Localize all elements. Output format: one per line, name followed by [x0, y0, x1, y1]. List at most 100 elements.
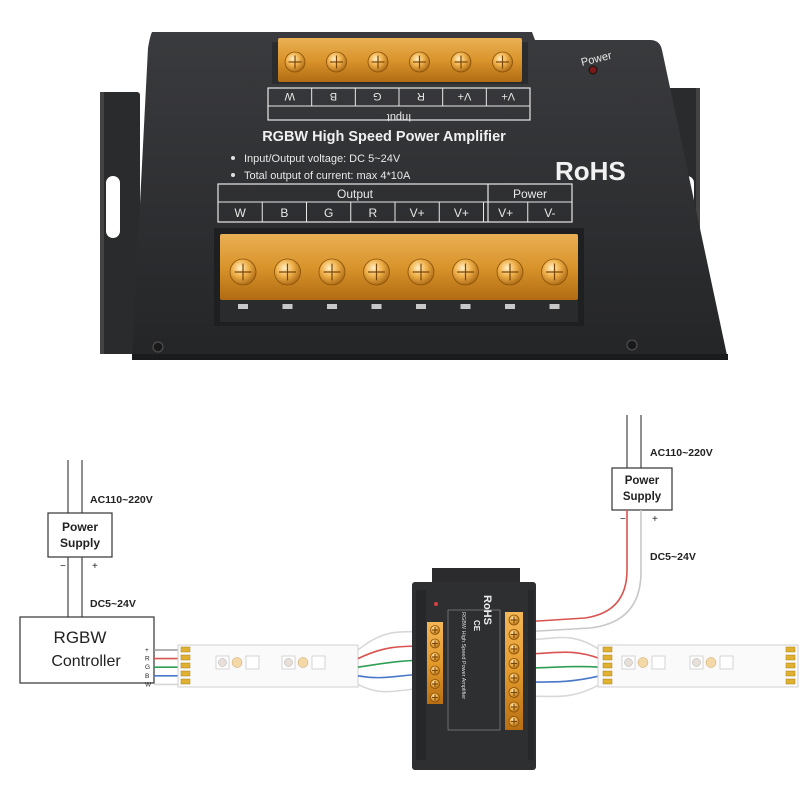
power-header: Power: [513, 187, 547, 201]
right-psu-minus: −: [620, 514, 626, 525]
mini-amplifier: RoHS CE RGBW High Speed Power Amplifier: [412, 568, 536, 770]
strip-solder-pad: [785, 662, 796, 669]
right-dc-label: DC5~24V: [650, 551, 696, 563]
input-terminal-label: G: [373, 90, 382, 102]
left-mounting-flange: [100, 92, 140, 354]
mini-output-screw: [508, 643, 520, 655]
output-terminal-screw: [407, 258, 435, 286]
white-led-chip: [705, 657, 717, 668]
mini-rohs: RoHS: [481, 595, 493, 625]
input-label-table: W B G R V+ V+ Input: [267, 87, 531, 123]
mini-output-screw: [508, 614, 520, 626]
output-terminal-screw: [541, 258, 568, 286]
left-dc-label: DC5~24V: [90, 598, 136, 610]
controller-line1: RGBW: [54, 628, 107, 647]
rgbw-controller: RGBW Controller + RGBW: [19, 616, 155, 688]
white-led-chip: [231, 657, 243, 668]
controller-pin-label: B: [145, 673, 149, 680]
resistor-chip: [311, 655, 326, 670]
mini-input-screw: [430, 692, 440, 703]
spec-current: Total output of current: max 4*10A: [244, 170, 411, 182]
terminal-contact: [505, 304, 515, 309]
strip-solder-pad: [602, 662, 613, 669]
mini-output-screw: [508, 672, 520, 684]
right-psu-line1: Power: [625, 475, 660, 487]
input-terminal-screw: [367, 51, 389, 73]
power-terminal-label: V-: [544, 206, 555, 220]
mini-power-led: [434, 602, 438, 606]
input-terminal-label: V+: [501, 90, 515, 102]
strip-solder-pad: [602, 646, 613, 653]
input-terminal-label: V+: [458, 90, 472, 102]
strip-solder-pad: [180, 654, 191, 661]
mini-output-screw: [508, 716, 520, 727]
mini-input-screw: [430, 652, 440, 662]
strip-solder-pad: [785, 670, 796, 677]
left-power-supply: Power Supply − +: [47, 512, 113, 572]
left-ac-label: AC110~220V: [90, 494, 153, 506]
input-header: Input: [387, 111, 411, 123]
input-terminal-label: W: [284, 90, 295, 102]
left-psu-line2: Supply: [60, 536, 100, 550]
strip-solder-pad: [180, 662, 191, 669]
strip-solder-pad: [602, 654, 613, 661]
strip-solder-pad: [785, 654, 796, 661]
case-screw-right: [626, 339, 638, 351]
terminal-contact: [460, 304, 471, 309]
output-terminal-label: G: [324, 206, 333, 220]
mini-output-screw: [508, 658, 520, 669]
terminal-contact: [238, 304, 248, 309]
controller-pin-label: W: [145, 681, 152, 688]
output-terminal-label: V+: [454, 206, 469, 220]
output-terminal-block: [214, 228, 584, 326]
right-ac-label: AC110~220V: [650, 447, 713, 459]
terminal-contact: [327, 304, 337, 309]
power-led: [588, 65, 598, 75]
output-terminal-screw: [452, 258, 479, 286]
rohs-mark: RoHS: [555, 156, 626, 186]
output-terminal-screw: [229, 258, 257, 286]
output-terminal-label: B: [280, 206, 288, 220]
input-terminal-screw: [492, 51, 513, 73]
input-terminal-block: [272, 38, 528, 84]
output-terminal-label: R: [369, 206, 378, 220]
input-terminal-label: B: [330, 90, 337, 102]
spec-voltage: Input/Output voltage: DC 5~24V: [244, 153, 401, 165]
controller-line2: Controller: [51, 653, 121, 670]
wiring-diagram: AC110~220V Power Supply − + DC5~24V RGBW…: [19, 415, 799, 770]
controller-pin-label: R: [145, 656, 150, 663]
left-psu-plus: +: [92, 561, 98, 572]
terminal-contact: [416, 304, 426, 309]
right-psu-line2: Supply: [623, 491, 662, 503]
controller-to-strip-wires: [154, 649, 180, 686]
output-header: Output: [337, 187, 374, 201]
strip-solder-pad: [180, 670, 191, 677]
input-terminal-screw: [450, 51, 472, 73]
output-terminal-screw: [318, 258, 346, 286]
left-psu-minus: −: [60, 561, 66, 572]
mini-output-screw: [508, 701, 520, 713]
output-terminal-screw: [496, 258, 524, 286]
input-terminal-screw: [326, 51, 347, 73]
input-terminal-label: R: [417, 90, 425, 102]
controller-pin-label: +: [145, 647, 149, 654]
right-psu-plus: +: [652, 514, 658, 525]
mini-output-screw: [508, 629, 520, 640]
mini-input-screw: [430, 625, 440, 635]
strip-solder-pad: [180, 646, 191, 653]
input-terminal-screw: [409, 51, 430, 73]
terminal-contact: [549, 304, 560, 309]
controller-pin-label: G: [145, 664, 150, 671]
mini-input-screw: [430, 638, 440, 649]
spec-list: Input/Output voltage: DC 5~24V Total out…: [231, 153, 411, 182]
output-terminal-label: V+: [410, 206, 425, 220]
mini-title: RGBW High Speed Power Amplifier: [460, 612, 466, 699]
terminal-contact: [282, 304, 293, 309]
mini-input-screw: [430, 665, 440, 676]
resistor-chip: [245, 655, 260, 670]
output-terminal-screw: [363, 258, 390, 286]
